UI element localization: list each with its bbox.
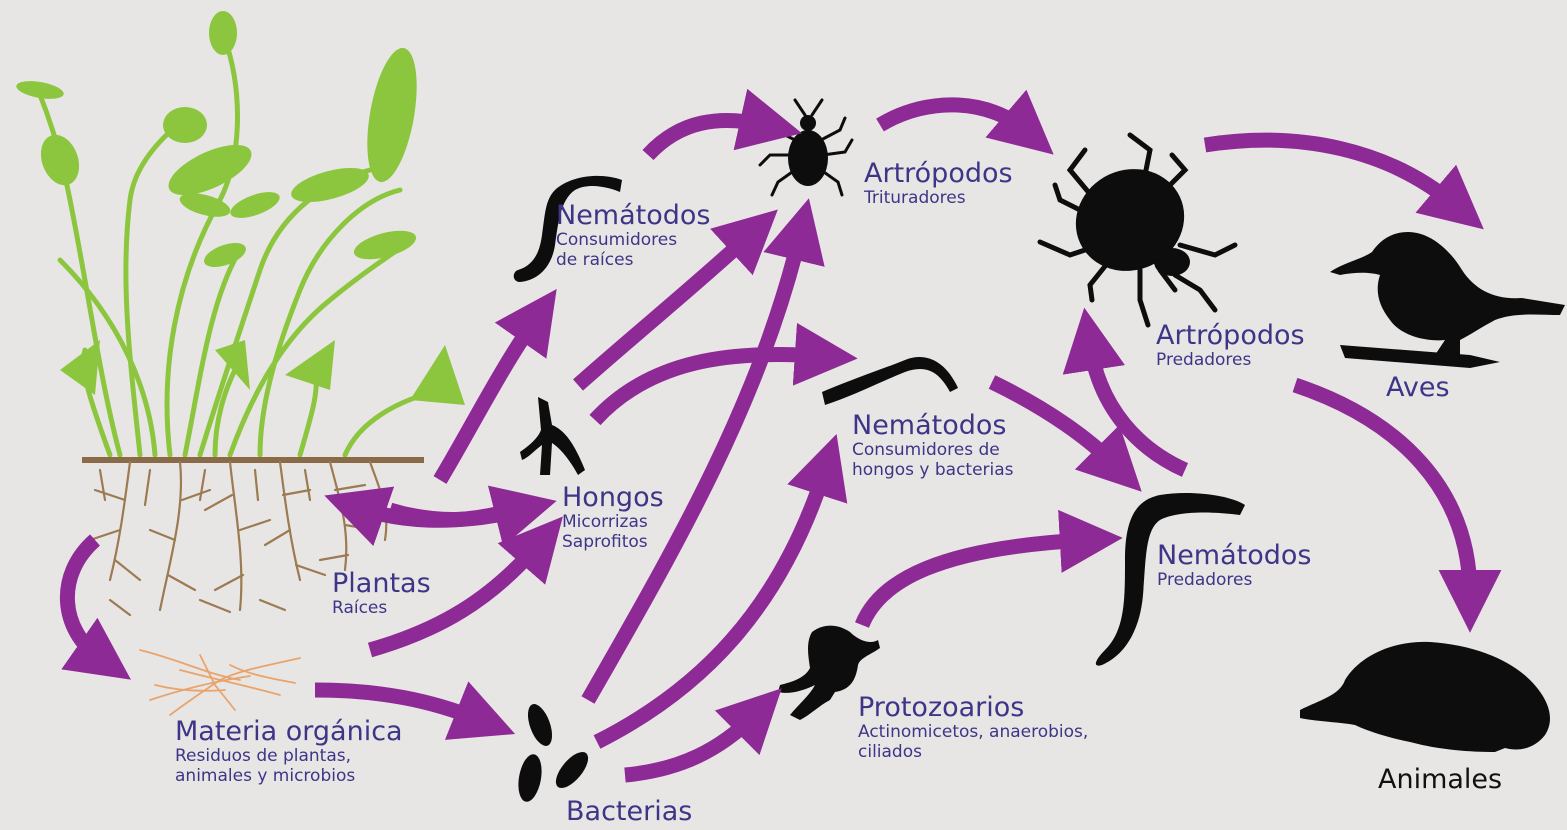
label-nematodos-predadores: Nemátodos Predadores [1157,540,1312,591]
label-nematodos-raices: Nemátodos Consumidores de raíces [556,200,711,270]
label-protozoarios: Protozoarios Actinomicetos, anaerobios, … [858,692,1088,762]
arrow-plantas-hongos [390,510,520,519]
animales-title: Animales [1378,764,1502,795]
label-bacterias: Bacterias [566,796,692,827]
organic-matter-icon [140,650,300,715]
arrow-hongos-nematodos [595,354,820,420]
hongos-sub2: Saprofitos [562,533,664,553]
nematodos-hb-sub1: Consumidores de [852,441,1014,461]
bacterias-title: Bacterias [566,796,692,827]
materia-sub2: animales y microbios [175,767,403,787]
label-nematodos-hongos-bacterias: Nemátodos Consumidores de hongos y bacte… [852,410,1014,480]
protozoarios-sub1: Actinomicetos, anaerobios, [858,723,1088,743]
bird-icon [1330,232,1565,355]
label-hongos: Hongos Micorrizas Saprofitos [562,482,664,552]
aves-title: Aves [1386,372,1450,403]
large-mite-icon [1040,135,1235,325]
arrows [67,105,1470,775]
label-plantas: Plantas Raíces [332,568,431,619]
artropodos-trit-sub: Trituradores [864,189,1013,209]
mole-icon [1300,642,1550,752]
materia-title: Materia orgánica [175,716,403,747]
hongos-sub1: Micorrizas [562,513,664,533]
label-artropodos-trituradores: Artrópodos Trituradores [864,158,1013,209]
bacteria-icon [515,701,594,804]
hongos-title: Hongos [562,482,664,513]
materia-sub1: Residuos de plantas, [175,747,403,767]
arrow-bacterias-protozoarios [625,715,755,775]
label-artropodos-predadores: Artrópodos Predadores [1156,320,1305,371]
arrow-artropodos-artropodos [880,105,1025,130]
arrow-artropodos-aves [1205,140,1455,205]
arrow-plantas-materia [67,540,100,658]
nematode-icon [822,357,958,405]
nematodos-raices-sub2: de raíces [556,251,711,271]
nematodos-raices-sub1: Consumidores [556,231,711,251]
nematodos-pred-title: Nemátodos [1157,540,1312,571]
nematodos-hb-title: Nemátodos [852,410,1014,441]
bird-perch [1340,345,1500,368]
arrow-nematodos-artropodos [648,120,765,155]
protozoarios-sub2: ciliados [858,743,1088,763]
label-materia-organica: Materia orgánica Residuos de plantas, an… [175,716,403,786]
artropodos-pred-title: Artrópodos [1156,320,1305,351]
mite-icon [760,100,852,195]
plantas-sub: Raíces [332,599,431,619]
protozoarios-title: Protozoarios [858,692,1088,723]
nematodos-hb-sub2: hongos y bacterias [852,461,1014,481]
nematodos-raices-title: Nemátodos [556,200,711,231]
arrow-artropodos-animales [1295,385,1470,595]
fungus-icon [520,397,585,475]
arrow-bacterias-artropodos [588,235,800,700]
leaves [15,11,465,405]
arrow-protozoarios-nematodos [862,540,1085,625]
label-animales: Animales [1378,764,1502,795]
label-aves: Aves [1386,372,1450,403]
artropodos-trit-title: Artrópodos [864,158,1013,189]
nematodos-pred-sub: Predadores [1157,571,1312,591]
plantas-title: Plantas [332,568,431,599]
artropodos-pred-sub: Predadores [1156,351,1305,371]
